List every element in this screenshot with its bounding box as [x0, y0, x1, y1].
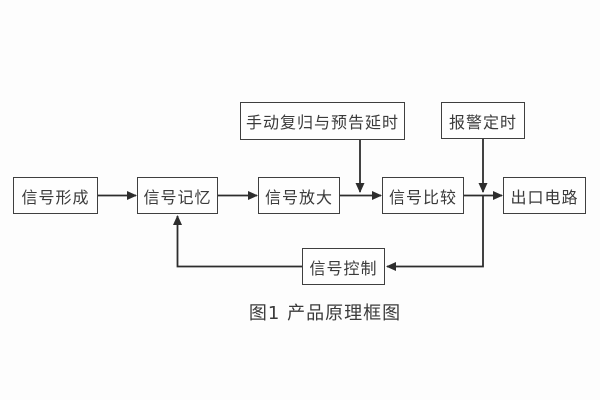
node-signal-compare: 信号比较 [382, 177, 464, 214]
figure-caption: 图1 产品原理框图 [248, 303, 402, 324]
node-output-circuit: 出口电路 [503, 177, 586, 214]
node-manual-reset-delay: 手动复归与预告延时 [240, 102, 405, 140]
node-signal-amplify: 信号放大 [258, 177, 340, 214]
node-signal-memory: 信号记忆 [137, 177, 218, 214]
edge-control-to-memory [173, 215, 302, 268]
node-signal-formation: 信号形成 [13, 177, 98, 214]
node-signal-control: 信号控制 [302, 248, 385, 285]
edge-junction-to-control [386, 195, 484, 271]
node-alarm-timer: 报警定时 [441, 102, 525, 139]
